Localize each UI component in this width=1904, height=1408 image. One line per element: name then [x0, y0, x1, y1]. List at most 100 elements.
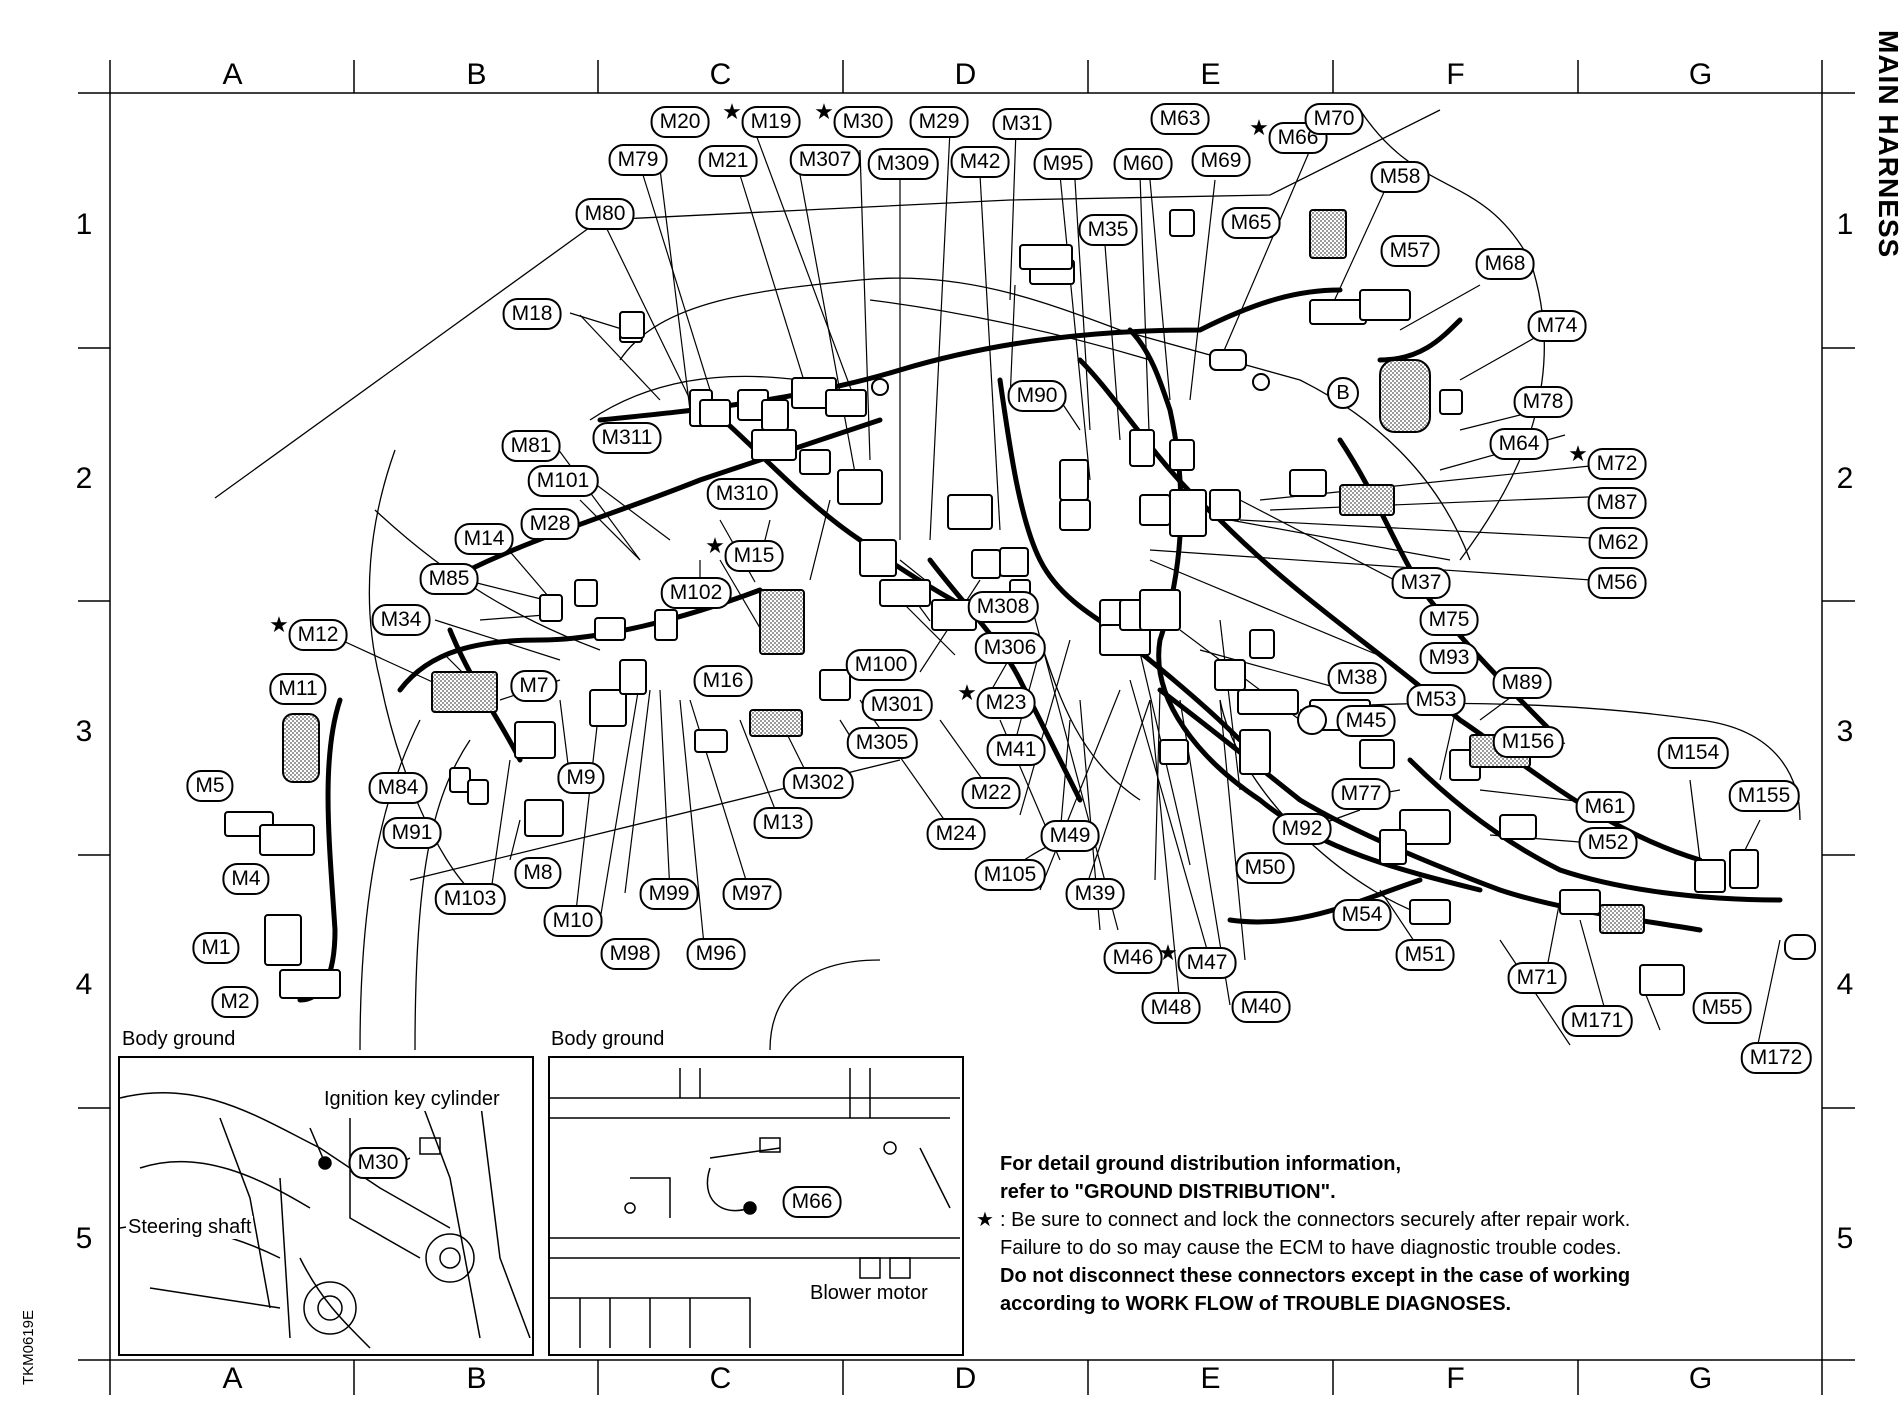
connector-label-m69: M69 [1191, 145, 1251, 177]
connector-label-m99: M99 [639, 878, 699, 910]
steering-shaft-label: Steering shaft [126, 1216, 254, 1239]
connector-label-m87: M87 [1587, 487, 1647, 519]
col-label-e-bottom: E [1200, 1362, 1221, 1395]
connector-label-m42: M42 [950, 146, 1010, 178]
col-label-d-bottom: D [954, 1362, 977, 1395]
connector-label-m45: M45 [1336, 705, 1396, 737]
col-label-a: A [222, 58, 243, 91]
connector-label-m48: M48 [1141, 992, 1201, 1024]
note-star-icon: ★ [976, 1209, 994, 1231]
star-icon: ★ [269, 612, 289, 637]
connector-label-m53: M53 [1406, 684, 1466, 716]
connector-label-m156: M156 [1492, 726, 1564, 758]
connector-label-m72: M72 [1587, 448, 1647, 480]
connector-label-m29: M29 [909, 106, 969, 138]
star-icon: ★ [1158, 940, 1178, 965]
col-label-b-bottom: B [466, 1362, 487, 1395]
connector-label-m172: M172 [1740, 1042, 1812, 1074]
inset-2-connector-m66: M66 [782, 1186, 842, 1218]
note-line-6: according to WORK FLOW of TROUBLE DIAGNO… [1000, 1293, 1512, 1315]
connector-label-m28: M28 [520, 508, 580, 540]
connector-label-m5: M5 [186, 770, 234, 802]
connector-label-m63: M63 [1150, 103, 1210, 135]
star-icon: ★ [957, 680, 977, 705]
connector-label-m84: M84 [368, 772, 428, 804]
connector-label-m71: M71 [1507, 962, 1567, 994]
connector-label-m60: M60 [1113, 148, 1173, 180]
harness-wires [297, 287, 1783, 1003]
inset-blower-drawing [550, 1068, 960, 1348]
connector-label-m49: M49 [1040, 820, 1100, 852]
connector-label-m78: M78 [1513, 386, 1573, 418]
connector-label-m2: M2 [211, 986, 259, 1018]
connector-label-m64: M64 [1489, 428, 1549, 460]
figure-code: TKM0619E [20, 1310, 37, 1386]
inset-1-title: Body ground [122, 1028, 236, 1050]
connector-label-m77: M77 [1331, 778, 1391, 810]
connector-label-m7: M7 [510, 670, 558, 702]
connector-label-m105: M105 [974, 859, 1046, 891]
connector-label-m68: M68 [1475, 248, 1535, 280]
row-label-4: 4 [75, 968, 93, 1001]
connector-label-m306: M306 [974, 632, 1046, 664]
connector-label-m302: M302 [782, 767, 854, 799]
connector-label-m1: M1 [192, 932, 240, 964]
connector-label-m37: M37 [1391, 567, 1451, 599]
connector-label-m62: M62 [1588, 527, 1648, 559]
note-line-2: refer to "GROUND DISTRIBUTION". [1000, 1181, 1336, 1203]
connector-label-m154: M154 [1657, 737, 1729, 769]
connector-label-m20: M20 [650, 106, 710, 138]
leader-lines [329, 129, 1781, 1059]
star-icon: ★ [722, 99, 742, 124]
col-label-g: G [1688, 58, 1713, 91]
connector-label-m38: M38 [1327, 662, 1387, 694]
connector-label-m40: M40 [1231, 991, 1291, 1023]
connector-label-m47: M47 [1177, 947, 1237, 979]
inset-2-title: Body ground [551, 1028, 665, 1050]
inset-steering-drawing [120, 1091, 531, 1349]
connector-label-m52: M52 [1578, 827, 1638, 859]
connector-label-m100: M100 [845, 649, 917, 681]
connector-label-m310: M310 [706, 478, 778, 510]
star-icon: ★ [1249, 115, 1269, 140]
connector-label-m155: M155 [1728, 780, 1800, 812]
connector-label-m305: M305 [846, 727, 918, 759]
connector-label-m80: M80 [575, 198, 635, 230]
connector-label-m79: M79 [608, 144, 668, 176]
note-line-4: Failure to do so may cause the ECM to ha… [1000, 1237, 1622, 1259]
connector-label-m85: M85 [419, 563, 479, 595]
diagram-title: MAIN HARNESS [1873, 30, 1904, 259]
col-label-f-bottom: F [1446, 1362, 1465, 1395]
connector-label-m12: M12 [288, 619, 348, 651]
note-star-row: ★ : Be sure to connect and lock the conn… [976, 1206, 1790, 1234]
junction-b-badge: B [1327, 377, 1359, 409]
col-label-f: F [1446, 58, 1465, 91]
connector-label-m4: M4 [222, 863, 270, 895]
connector-label-m308: M308 [967, 591, 1039, 623]
row-label-3-right: 3 [1836, 715, 1854, 748]
connector-label-m11: M11 [269, 673, 327, 705]
col-label-a-bottom: A [222, 1362, 243, 1395]
row-label-2: 2 [75, 462, 93, 495]
row-label-4-right: 4 [1836, 968, 1854, 1001]
connector-label-m74: M74 [1527, 310, 1587, 342]
connector-label-m16: M16 [693, 665, 753, 697]
connector-label-m70: M70 [1304, 103, 1364, 135]
connector-label-m41: M41 [986, 734, 1046, 766]
connector-label-m24: M24 [926, 818, 986, 850]
ignition-key-cylinder-label: Ignition key cylinder [322, 1088, 502, 1111]
connector-label-m51: M51 [1395, 939, 1455, 971]
star-icon: ★ [1568, 441, 1588, 466]
connector-label-m50: M50 [1235, 852, 1295, 884]
col-label-b: B [466, 58, 487, 91]
note-line-5: Do not disconnect these connectors excep… [1000, 1265, 1631, 1287]
row-label-1-right: 1 [1836, 208, 1854, 241]
col-label-c: C [709, 58, 732, 91]
inset-1-connector-m30: M30 [348, 1147, 408, 1179]
connector-label-m54: M54 [1332, 899, 1392, 931]
col-label-e: E [1200, 58, 1221, 91]
note-line-3: : Be sure to connect and lock the connec… [1000, 1209, 1631, 1231]
connector-label-m55: M55 [1692, 992, 1752, 1024]
connector-label-m91: M91 [382, 817, 442, 849]
